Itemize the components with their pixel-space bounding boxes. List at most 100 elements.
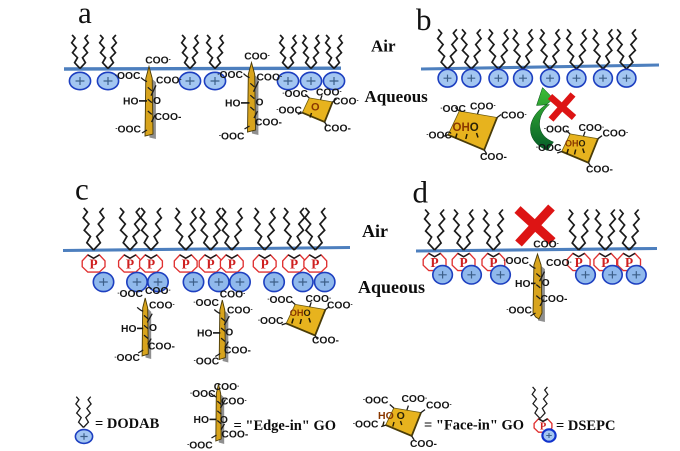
svg-text:COO-: COO- [214,382,240,393]
svg-text:COO-: COO- [333,97,359,108]
svg-text:-OOC: -OOC [353,420,379,431]
svg-text:COO-: COO- [149,301,175,312]
svg-text:OHO: OHO [565,139,586,149]
svg-text:-OOC: -OOC [536,143,562,154]
svg-text:COO-: COO- [603,129,629,140]
svg-text:Aqueous: Aqueous [365,87,429,106]
svg-text:COO-: COO- [220,290,246,301]
svg-text:P: P [601,255,609,270]
svg-text:Air: Air [362,221,388,241]
svg-text:-OOC: -OOC [503,256,529,267]
svg-text:O: O [256,98,264,109]
svg-text:HO: HO [123,97,138,108]
svg-text:COO-: COO- [227,306,253,317]
svg-text:COO-: COO- [586,165,613,176]
svg-text:-OOC: -OOC [114,353,140,364]
svg-text:b: b [416,2,432,37]
svg-text:COO-: COO- [541,294,568,305]
svg-text:= "Face-in" GO: = "Face-in" GO [424,418,524,434]
svg-text:COO-: COO- [148,342,175,353]
svg-text:COO-: COO- [402,394,428,405]
svg-text:P: P [228,257,236,272]
svg-text:= DSEPC: = DSEPC [556,418,615,434]
svg-text:COO-: COO- [221,430,248,441]
svg-text:P: P [182,257,190,272]
svg-text:-OOC: -OOC [544,125,570,136]
svg-text:= DODAB: = DODAB [95,416,160,432]
svg-text:P: P [431,255,439,270]
svg-text:P: P [311,257,319,272]
svg-text:COO-: COO- [324,124,351,135]
svg-text:HO: HO [197,329,212,340]
svg-text:COO-: COO- [579,123,605,134]
svg-text:a: a [78,0,92,30]
svg-text:P: P [261,257,269,272]
svg-text:COO-: COO- [470,102,496,113]
svg-text:HO: HO [121,324,136,335]
svg-text:-OOC: -OOC [187,440,213,451]
svg-text:COO-: COO- [312,336,339,347]
svg-text:-OOC: -OOC [194,357,220,368]
svg-text:P: P [290,257,298,272]
svg-text:Aqueous: Aqueous [358,277,425,297]
svg-text:-OOC: -OOC [506,306,532,317]
svg-text:COO-: COO- [480,152,507,163]
svg-text:-OOC: -OOC [117,289,143,300]
svg-text:COO-: COO- [546,258,572,269]
svg-text:-OOC: -OOC [190,389,216,400]
svg-text:COO-: COO- [255,118,282,129]
svg-text:-OOC: -OOC [193,298,219,309]
svg-text:COO-: COO- [533,240,559,251]
svg-text:COO-: COO- [224,346,251,357]
svg-text:O: O [220,415,228,426]
svg-text:-OOC: -OOC [440,104,466,115]
svg-text:HO: HO [515,279,530,290]
svg-text:P: P [207,257,215,272]
svg-text:COO-: COO- [145,56,171,67]
svg-text:O: O [153,96,161,107]
svg-text:-OOC: -OOC [217,70,243,81]
svg-text:O: O [542,278,550,289]
svg-text:-OOC: -OOC [115,71,141,82]
svg-text:COO-: COO- [426,401,452,412]
svg-text:P: P [147,257,155,272]
svg-text:COO-: COO- [410,439,437,450]
svg-text:-OOC: -OOC [363,396,389,407]
svg-text:-OOC: -OOC [282,89,308,100]
svg-text:O: O [149,323,157,334]
svg-text:HO O: HO O [378,410,405,422]
svg-text:OHO: OHO [290,308,311,318]
svg-text:COO-: COO- [306,294,332,305]
svg-text:P: P [575,255,583,270]
svg-text:COO-: COO- [257,73,283,84]
svg-text:d: d [413,175,429,210]
svg-text:P: P [90,257,98,272]
svg-text:-OOC: -OOC [115,125,141,136]
svg-text:= "Edge-in" GO: = "Edge-in" GO [234,418,337,434]
svg-text:COO-: COO- [156,76,182,87]
svg-text:P: P [540,422,547,433]
svg-text:-OOC: -OOC [258,316,284,327]
svg-text:-OOC: -OOC [276,106,302,117]
svg-text:Air: Air [371,37,396,56]
svg-text:COO-: COO- [327,301,353,312]
svg-text:HO: HO [225,99,240,110]
svg-text:P: P [460,255,468,270]
svg-text:COO-: COO- [244,52,270,63]
svg-text:HO: HO [194,415,209,426]
svg-text:COO-: COO- [155,112,182,123]
svg-text:P: P [625,255,633,270]
svg-text:OHO: OHO [453,122,479,134]
svg-text:P: P [489,255,497,270]
svg-text:c: c [75,172,89,207]
svg-text:COO-: COO- [316,88,342,99]
svg-text:-OOC: -OOC [426,131,452,142]
svg-text:-OOC: -OOC [219,132,245,143]
svg-text:O: O [225,328,233,339]
svg-text:COO-: COO- [145,286,171,297]
svg-text:-OOC: -OOC [267,295,293,306]
svg-text:O: O [311,102,320,114]
svg-text:COO-: COO- [501,111,527,122]
svg-text:P: P [126,257,134,272]
svg-text:COO-: COO- [221,397,247,408]
